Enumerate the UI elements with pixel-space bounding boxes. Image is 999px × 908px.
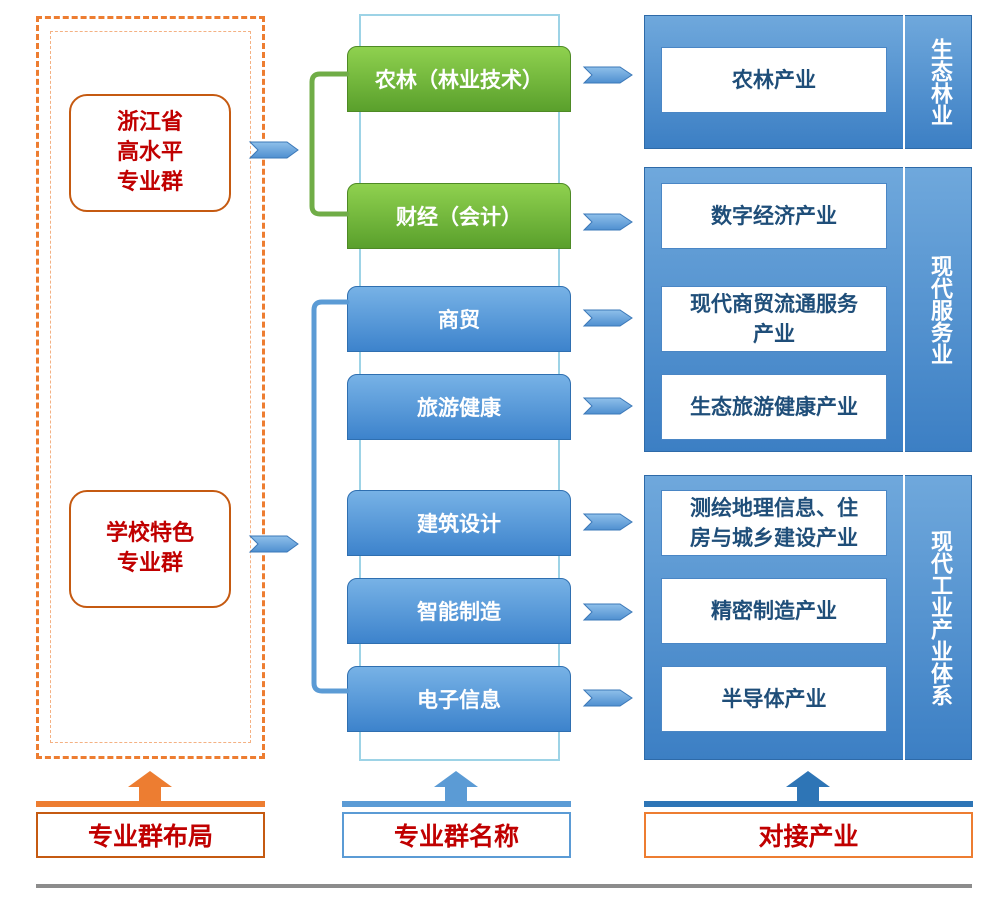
group-box-manufacturing: 智能制造 bbox=[347, 578, 571, 644]
chevron-arrow-icon bbox=[582, 689, 633, 707]
group-box-forestry: 农林（林业技术） bbox=[347, 46, 571, 112]
blue-bracket bbox=[311, 299, 350, 694]
school-group-box: 学校特色 专业群 bbox=[69, 490, 231, 608]
chevron-arrow-icon bbox=[582, 603, 633, 621]
orange-base-bar bbox=[36, 801, 265, 807]
sector-divider bbox=[903, 15, 905, 149]
up-arrow-icon bbox=[786, 771, 830, 801]
chevron-arrow-icon bbox=[582, 213, 633, 231]
sector-label-forestry: 生态林业 bbox=[927, 38, 952, 126]
industry-box-semiconductor: 半导体产业 bbox=[661, 666, 887, 732]
chevron-arrow-icon bbox=[582, 397, 633, 415]
chevron-arrow-icon bbox=[582, 309, 633, 327]
blue-base-bar bbox=[342, 801, 571, 807]
footer-layout-title: 专业群布局 bbox=[36, 812, 265, 858]
up-arrow-icon bbox=[128, 771, 172, 801]
industry-box-commerce: 现代商贸流通服务 产业 bbox=[661, 286, 887, 352]
sector-divider bbox=[903, 167, 905, 452]
group-box-finance: 财经（会计） bbox=[347, 183, 571, 249]
footer-names-title: 专业群名称 bbox=[342, 812, 571, 858]
chevron-arrow-icon bbox=[582, 513, 633, 531]
chevron-arrow-icon bbox=[248, 141, 299, 159]
sector-divider bbox=[903, 475, 905, 760]
footer-industry-title: 对接产业 bbox=[644, 812, 973, 858]
up-arrow-icon bbox=[434, 771, 478, 801]
sector-label-services: 现代服务业 bbox=[927, 254, 952, 365]
chevron-arrow-icon bbox=[582, 66, 633, 84]
group-box-tourism: 旅游健康 bbox=[347, 374, 571, 440]
group-box-commerce: 商贸 bbox=[347, 286, 571, 352]
industry-box-digital-economy: 数字经济产业 bbox=[661, 183, 887, 249]
industry-box-agroforestry: 农林产业 bbox=[661, 47, 887, 113]
industry-box-precision: 精密制造产业 bbox=[661, 578, 887, 644]
industry-box-surveying: 测绘地理信息、住 房与城乡建设产业 bbox=[661, 490, 887, 556]
provincial-group-box: 浙江省 高水平 专业群 bbox=[69, 94, 231, 212]
chevron-arrow-icon bbox=[248, 535, 299, 553]
green-bracket bbox=[309, 71, 350, 217]
group-box-electronics: 电子信息 bbox=[347, 666, 571, 732]
group-box-architecture: 建筑设计 bbox=[347, 490, 571, 556]
layout-dashed-frame bbox=[36, 16, 265, 759]
layout-inner-frame bbox=[50, 31, 251, 743]
darkblue-base-bar bbox=[644, 801, 973, 807]
sector-label-industry: 现代工业产业体系 bbox=[927, 529, 952, 706]
bottom-rule bbox=[36, 884, 972, 888]
industry-box-tourism: 生态旅游健康产业 bbox=[661, 374, 887, 440]
